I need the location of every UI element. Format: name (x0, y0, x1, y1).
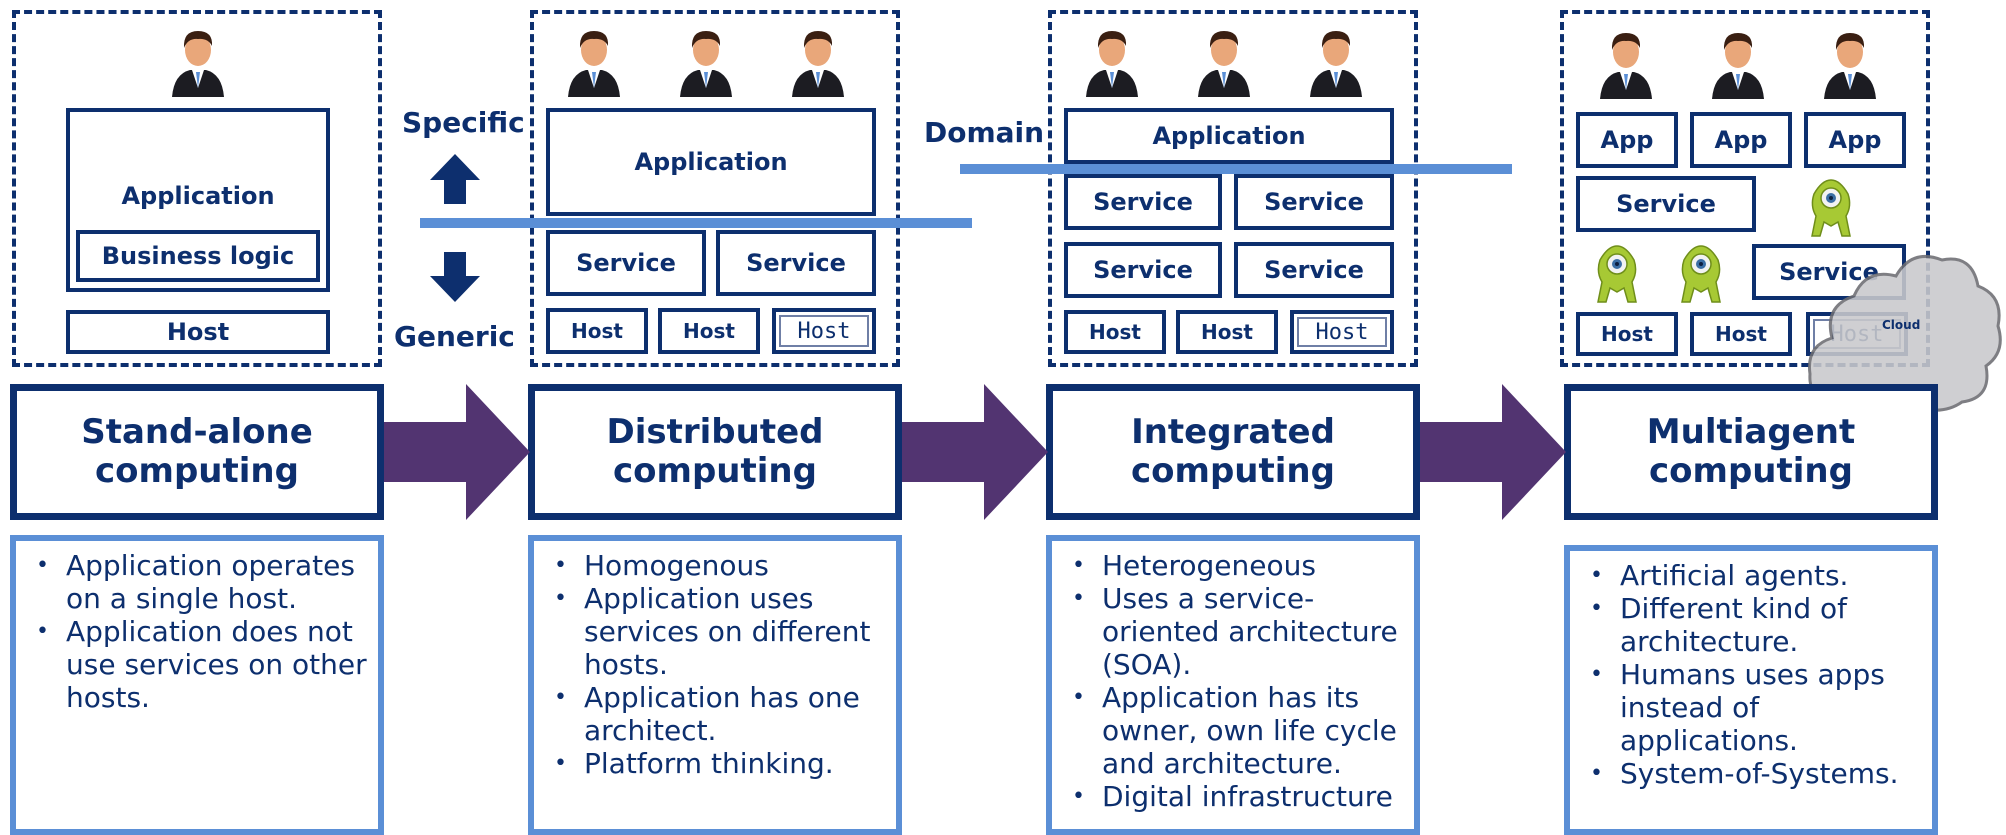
transition-arrow-2 (902, 384, 1048, 520)
stage4-app-box: App (1690, 112, 1792, 168)
bullet-item: Application operates on a single host. (36, 549, 368, 615)
bullet-item: Application uses services on different h… (554, 582, 886, 681)
generic-label: Generic (394, 320, 515, 353)
stage3-host-box: Host (1064, 310, 1166, 354)
domain-label: Domain (924, 116, 1045, 149)
person-icon (788, 22, 848, 97)
stage3-host-box: Host (1290, 310, 1394, 354)
bullet-item: System-of-Systems. (1590, 757, 1922, 790)
arrow-down-icon (430, 252, 480, 302)
stage1-title-line1: Stand-alone (81, 411, 313, 452)
stage3-host-box: Host (1176, 310, 1278, 354)
bullet-item: Artificial agents. (1590, 559, 1922, 592)
stage1-business-logic-box: Business logic (76, 230, 320, 282)
stage3-service-box: Service (1234, 174, 1394, 230)
stage1-application-label: Application (121, 182, 275, 210)
person-icon (564, 22, 624, 97)
bullet-item: Humans uses apps instead of applications… (1590, 658, 1922, 757)
stage4-title-box: Multiagent computing (1564, 384, 1938, 520)
stage4-bullet-list: Artificial agents. Different kind of arc… (1570, 551, 1932, 790)
person-icon (1306, 22, 1366, 97)
stage2-description-box: Homogenous Application uses services on … (528, 535, 902, 835)
stage3-title-line1: Integrated (1131, 411, 1335, 452)
stage3-bullet-list: Heterogeneous Uses a service-oriented ar… (1052, 541, 1414, 813)
bullet-item: Platform thinking. (554, 747, 886, 780)
cloud-label: Cloud (1882, 318, 1921, 332)
bullet-item: Uses a service-oriented architecture (SO… (1072, 582, 1404, 681)
stage3-diagram-frame (1048, 10, 1418, 367)
stage1-diagram-frame (12, 10, 382, 367)
stage3-application-box: Application (1064, 108, 1394, 164)
domain-divider (960, 164, 1512, 174)
agent-icon (1802, 176, 1860, 238)
stage1-title-line2: computing (95, 451, 299, 491)
stage4-app-box: App (1804, 112, 1906, 168)
stage2-host-box: Host (658, 308, 760, 354)
bullet-item: Homogenous (554, 549, 886, 582)
stage4-description-box: Artificial agents. Different kind of arc… (1564, 545, 1938, 835)
stage3-service-box: Service (1064, 174, 1222, 230)
stage4-title-line1: Multiagent (1646, 411, 1856, 452)
stage2-diagram-frame (530, 10, 900, 367)
stage2-title-line1: Distributed (606, 411, 824, 452)
person-icon (1596, 24, 1656, 99)
bullet-item: Digital infrastructure (1072, 780, 1404, 813)
stage1-description-box: Application operates on a single host. A… (10, 535, 384, 835)
stage3-service-box: Service (1234, 242, 1394, 298)
stage3-description-box: Heterogeneous Uses a service-oriented ar… (1046, 535, 1420, 835)
specific-generic-divider (420, 218, 972, 228)
stage4-app-box: App (1576, 112, 1678, 168)
stage2-bullet-list: Homogenous Application uses services on … (534, 541, 896, 780)
stage3-service-box: Service (1064, 242, 1222, 298)
agent-icon (1672, 242, 1730, 304)
stage2-service-box: Service (546, 230, 706, 296)
stage2-host-box: Host (772, 308, 876, 354)
bullet-item: Different kind of architecture. (1590, 592, 1922, 658)
stage4-title-line2: computing (1649, 451, 1853, 491)
person-icon (168, 22, 228, 97)
transition-arrow-1 (384, 384, 530, 520)
transition-arrow-3 (1420, 384, 1566, 520)
person-icon (1820, 24, 1880, 99)
arrow-up-icon (430, 154, 480, 204)
stage2-host-box: Host (546, 308, 648, 354)
stage2-title-line2: computing (613, 451, 817, 491)
stage4-host-box: Host (1690, 312, 1792, 356)
stage1-application-frame (66, 108, 330, 292)
stage3-title-box: Integrated computing (1046, 384, 1420, 520)
bullet-item: Application does not use services on oth… (36, 615, 368, 714)
stage1-host-box: Host (66, 310, 330, 354)
specific-label: Specific (402, 106, 525, 139)
agent-icon (1588, 242, 1646, 304)
stage4-service-box: Service (1576, 176, 1756, 232)
bullet-item: Heterogeneous (1072, 549, 1404, 582)
person-icon (1708, 24, 1768, 99)
person-icon (1194, 22, 1254, 97)
stage1-title-box: Stand-alone computing (10, 384, 384, 520)
person-icon (1082, 22, 1142, 97)
bullet-item: Application has its owner, own life cycl… (1072, 681, 1404, 780)
stage2-title-box: Distributed computing (528, 384, 902, 520)
stage4-host-box: Host (1576, 312, 1678, 356)
stage3-title-line2: computing (1131, 451, 1335, 491)
person-icon (676, 22, 736, 97)
bullet-item: Application has one architect. (554, 681, 886, 747)
stage4-diagram-frame (1560, 10, 1930, 367)
stage2-service-box: Service (716, 230, 876, 296)
stage2-application-box: Application (546, 108, 876, 216)
stage1-bullet-list: Application operates on a single host. A… (16, 541, 378, 714)
